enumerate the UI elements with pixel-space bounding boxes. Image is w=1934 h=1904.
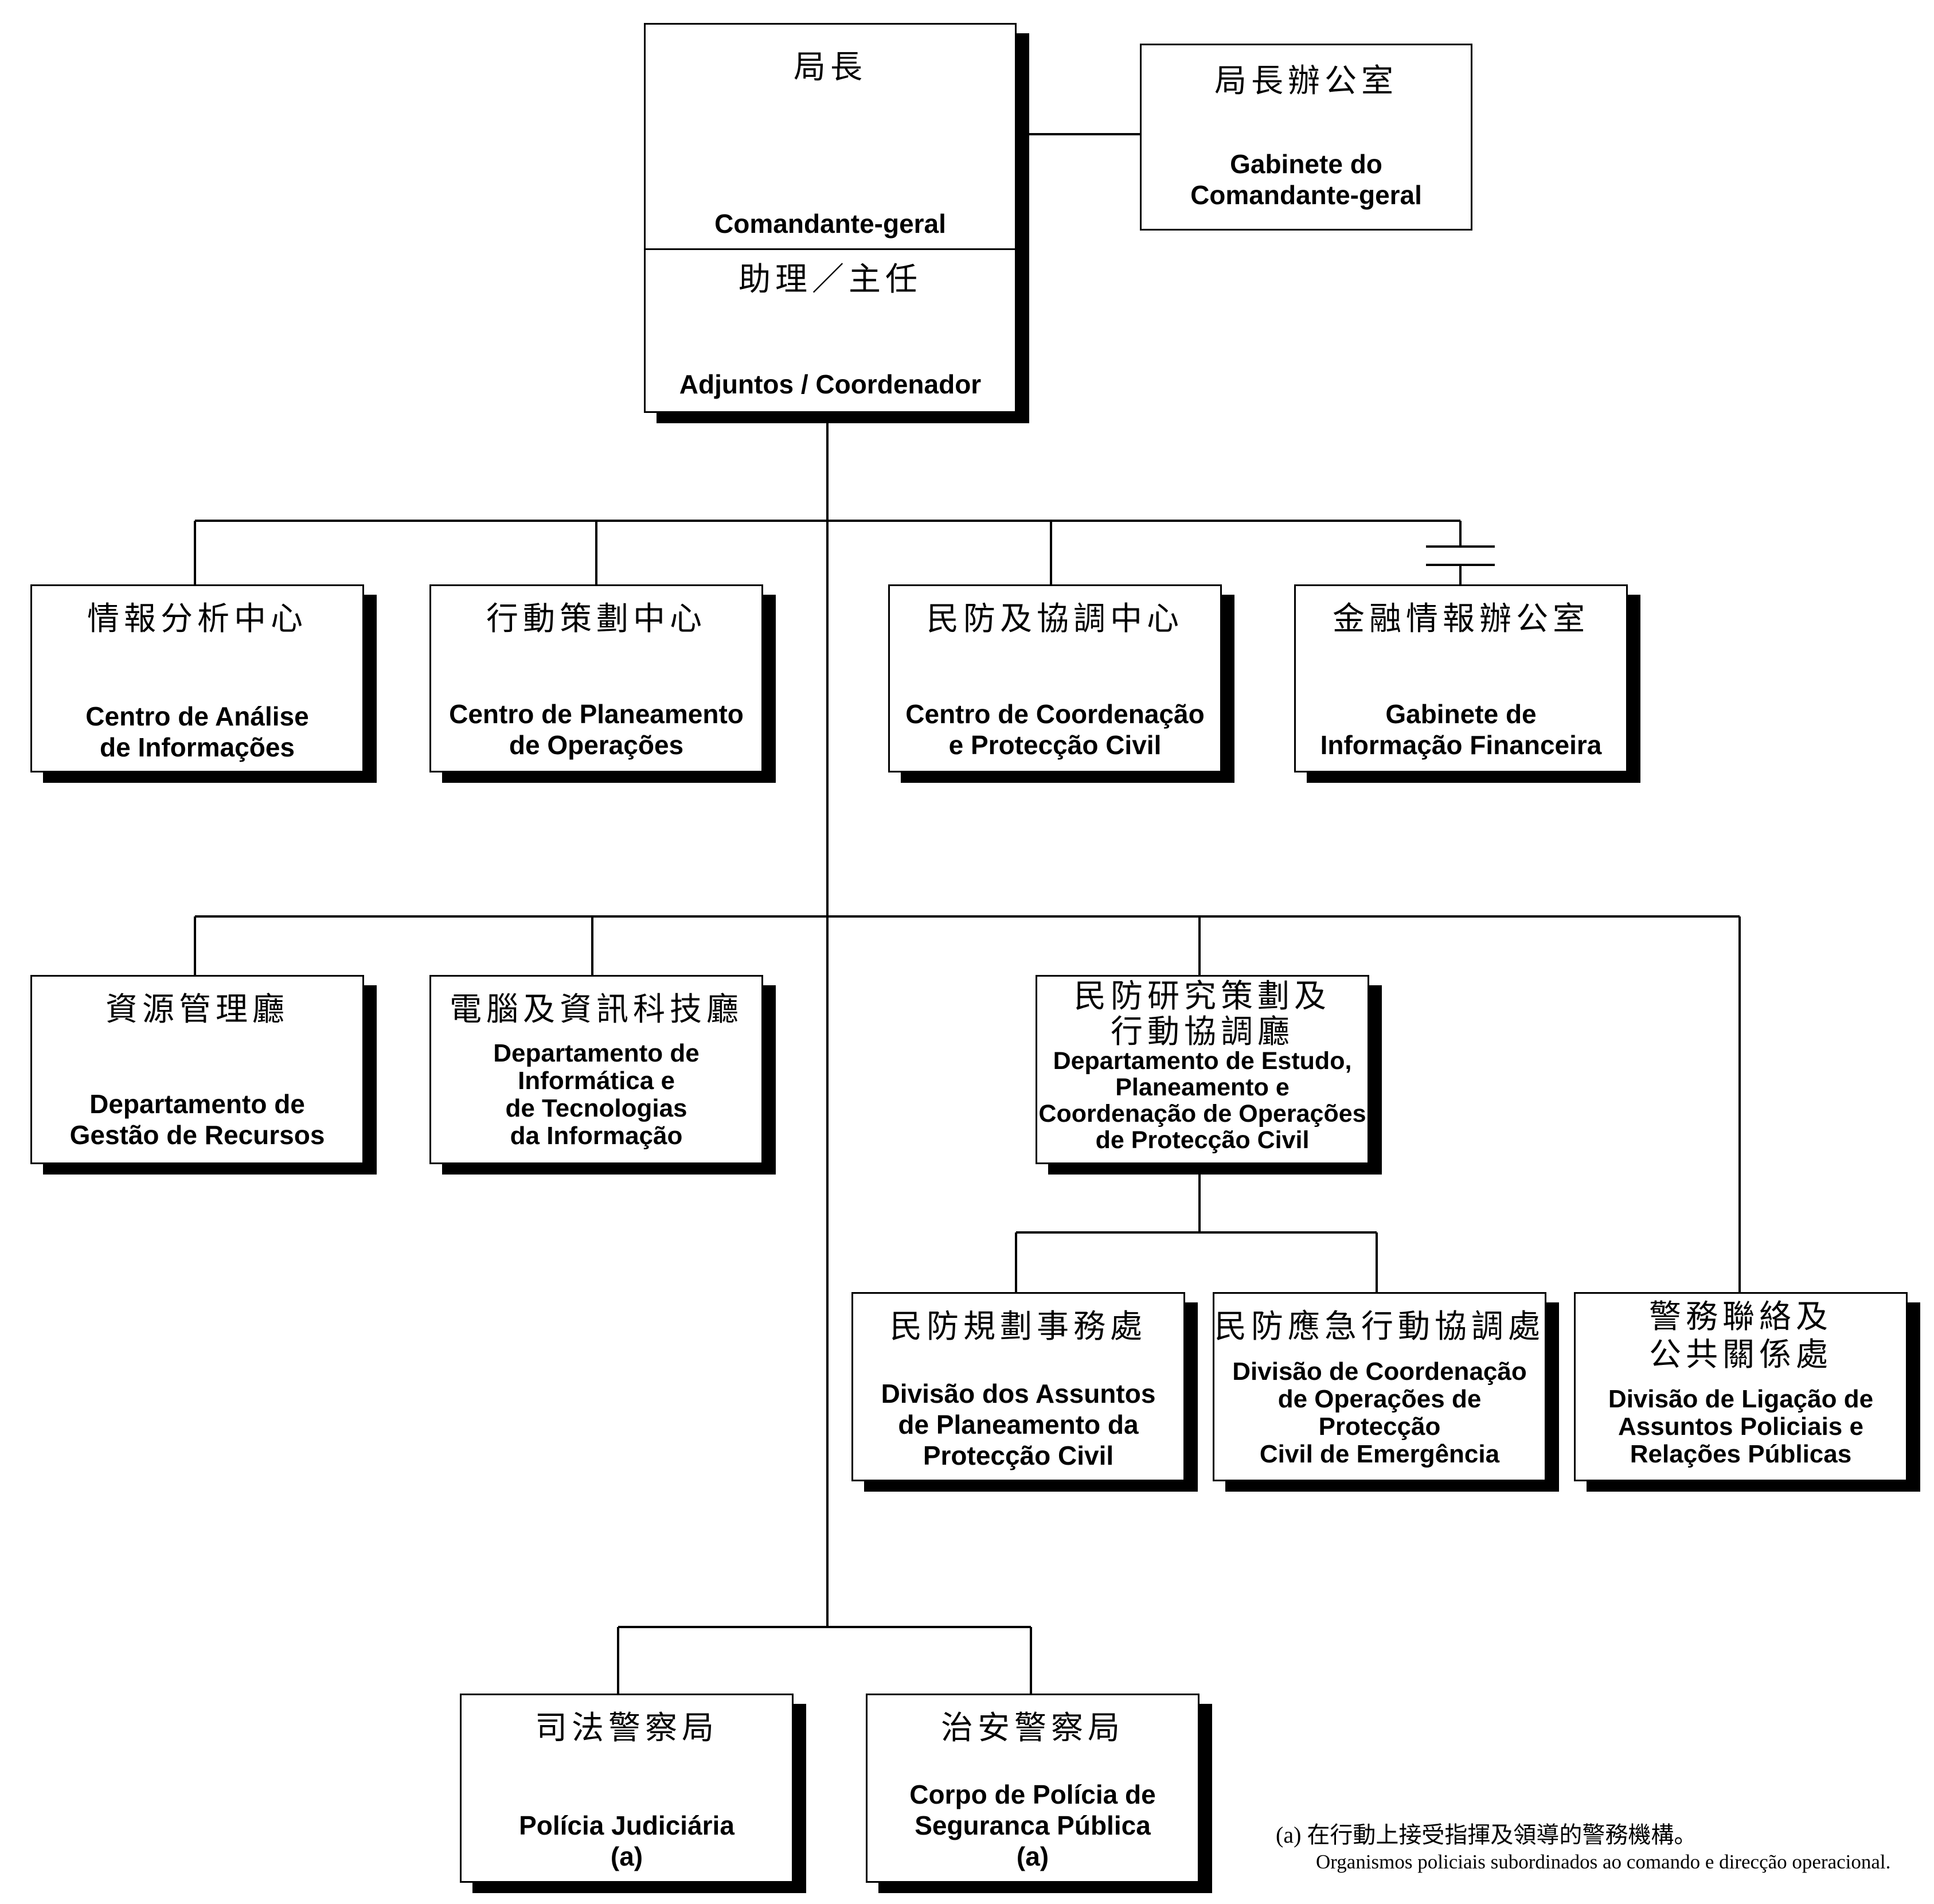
division-title-pt: Divisão de Coordenação de Operações de P… [1232, 1357, 1527, 1468]
centre-title-zh: 情報分析中心 [87, 600, 307, 638]
centre-title-pt: Centro de Planeamento de Operações [449, 699, 744, 760]
adjuncts-title-pt: Adjuntos / Coordenador [679, 369, 982, 399]
department-title-pt: Departamento de Gestão de Recursos [69, 1089, 325, 1150]
cabinet-box: 局長辦公室 Gabinete do Comandante-geral [1140, 44, 1472, 231]
department-title-pt: Departamento de Informática e de Tecnolo… [493, 1039, 700, 1150]
centre-title-pt: Centro de Coordenação e Protecção Civil [905, 699, 1205, 760]
police-box-judiciary: 司法警察局 Polícia Judiciária (a) [460, 1694, 794, 1883]
department-title-pt: Departamento de Estudo, Planeamento e Co… [1038, 1047, 1366, 1154]
police-title-zh: 司法警察局 [535, 1710, 718, 1747]
police-title-pt: Corpo de Polícia de Seguranca Pública (a… [909, 1780, 1156, 1871]
centre-box-financial-intelligence: 金融情報辦公室 Gabinete de Informação Financeir… [1294, 584, 1628, 772]
department-title-zh: 電腦及資訊科技廳 [450, 991, 743, 1028]
commander-title-pt: Comandante-geral [714, 209, 946, 239]
division-title-zh: 民防規劃事務處 [890, 1308, 1147, 1345]
centre-title-zh: 民防及協調中心 [927, 600, 1183, 638]
division-box-planning: 民防規劃事務處 Divisão dos Assuntos de Planeame… [851, 1292, 1185, 1481]
division-box-liaison: 警務聯絡及 公共關係處 Divisão de Ligação de Assunt… [1574, 1292, 1908, 1481]
cabinet-title-pt: Gabinete do Comandante-geral [1190, 149, 1422, 210]
centre-title-zh: 行動策劃中心 [486, 600, 706, 638]
police-box-public-security: 治安警察局 Corpo de Polícia de Seguranca Públ… [866, 1694, 1200, 1883]
department-box-it: 電腦及資訊科技廳 Departamento de Informática e d… [429, 975, 763, 1164]
division-title-pt: Divisão dos Assuntos de Planeamento da P… [881, 1379, 1156, 1470]
division-title-zh: 警務聯絡及 公共關係處 [1649, 1298, 1833, 1374]
division-title-zh: 民防應急行動協調處 [1214, 1308, 1545, 1345]
commander-title-zh: 局長 [794, 49, 867, 86]
division-box-emergency: 民防應急行動協調處 Divisão de Coordenação de Oper… [1213, 1292, 1546, 1481]
commander-divider [646, 248, 1015, 250]
police-title-zh: 治安警察局 [941, 1710, 1124, 1747]
centre-box-planning: 行動策劃中心 Centro de Planeamento de Operaçõe… [429, 584, 763, 772]
centre-box-intelligence: 情報分析中心 Centro de Análise de Informações [30, 584, 364, 772]
department-title-zh: 資源管理廳 [106, 991, 289, 1028]
adjuncts-title-zh: 助理／主任 [739, 261, 922, 298]
department-box-civil-protection-studies: 民防研究策劃及 行動協調廳 Departamento de Estudo, Pl… [1036, 975, 1369, 1164]
footnote-zh: (a) 在行動上接受指揮及領導的警務機構。 [1276, 1822, 1697, 1848]
centre-title-pt: Centro de Análise de Informações [85, 701, 309, 762]
footnote-pt: Organismos policiais subordinados ao com… [1316, 1851, 1891, 1873]
centre-box-civil-protection: 民防及協調中心 Centro de Coordenação e Protecçã… [888, 584, 1222, 772]
commander-box: 局長 Comandante-geral 助理／主任 Adjuntos / Coo… [644, 23, 1017, 413]
department-box-resources: 資源管理廳 Departamento de Gestão de Recursos [30, 975, 364, 1164]
cabinet-title-zh: 局長辦公室 [1214, 63, 1398, 100]
centre-title-pt: Gabinete de Informação Financeira [1320, 699, 1602, 760]
division-title-pt: Divisão de Ligação de Assuntos Policiais… [1608, 1385, 1874, 1468]
footnote: (a) 在行動上接受指揮及領導的警務機構。 Organismos policia… [1276, 1821, 1929, 1875]
police-title-pt: Polícia Judiciária (a) [519, 1811, 734, 1871]
centre-title-zh: 金融情報辦公室 [1333, 600, 1589, 638]
department-title-zh: 民防研究策劃及 行動協調廳 [1074, 978, 1331, 1051]
